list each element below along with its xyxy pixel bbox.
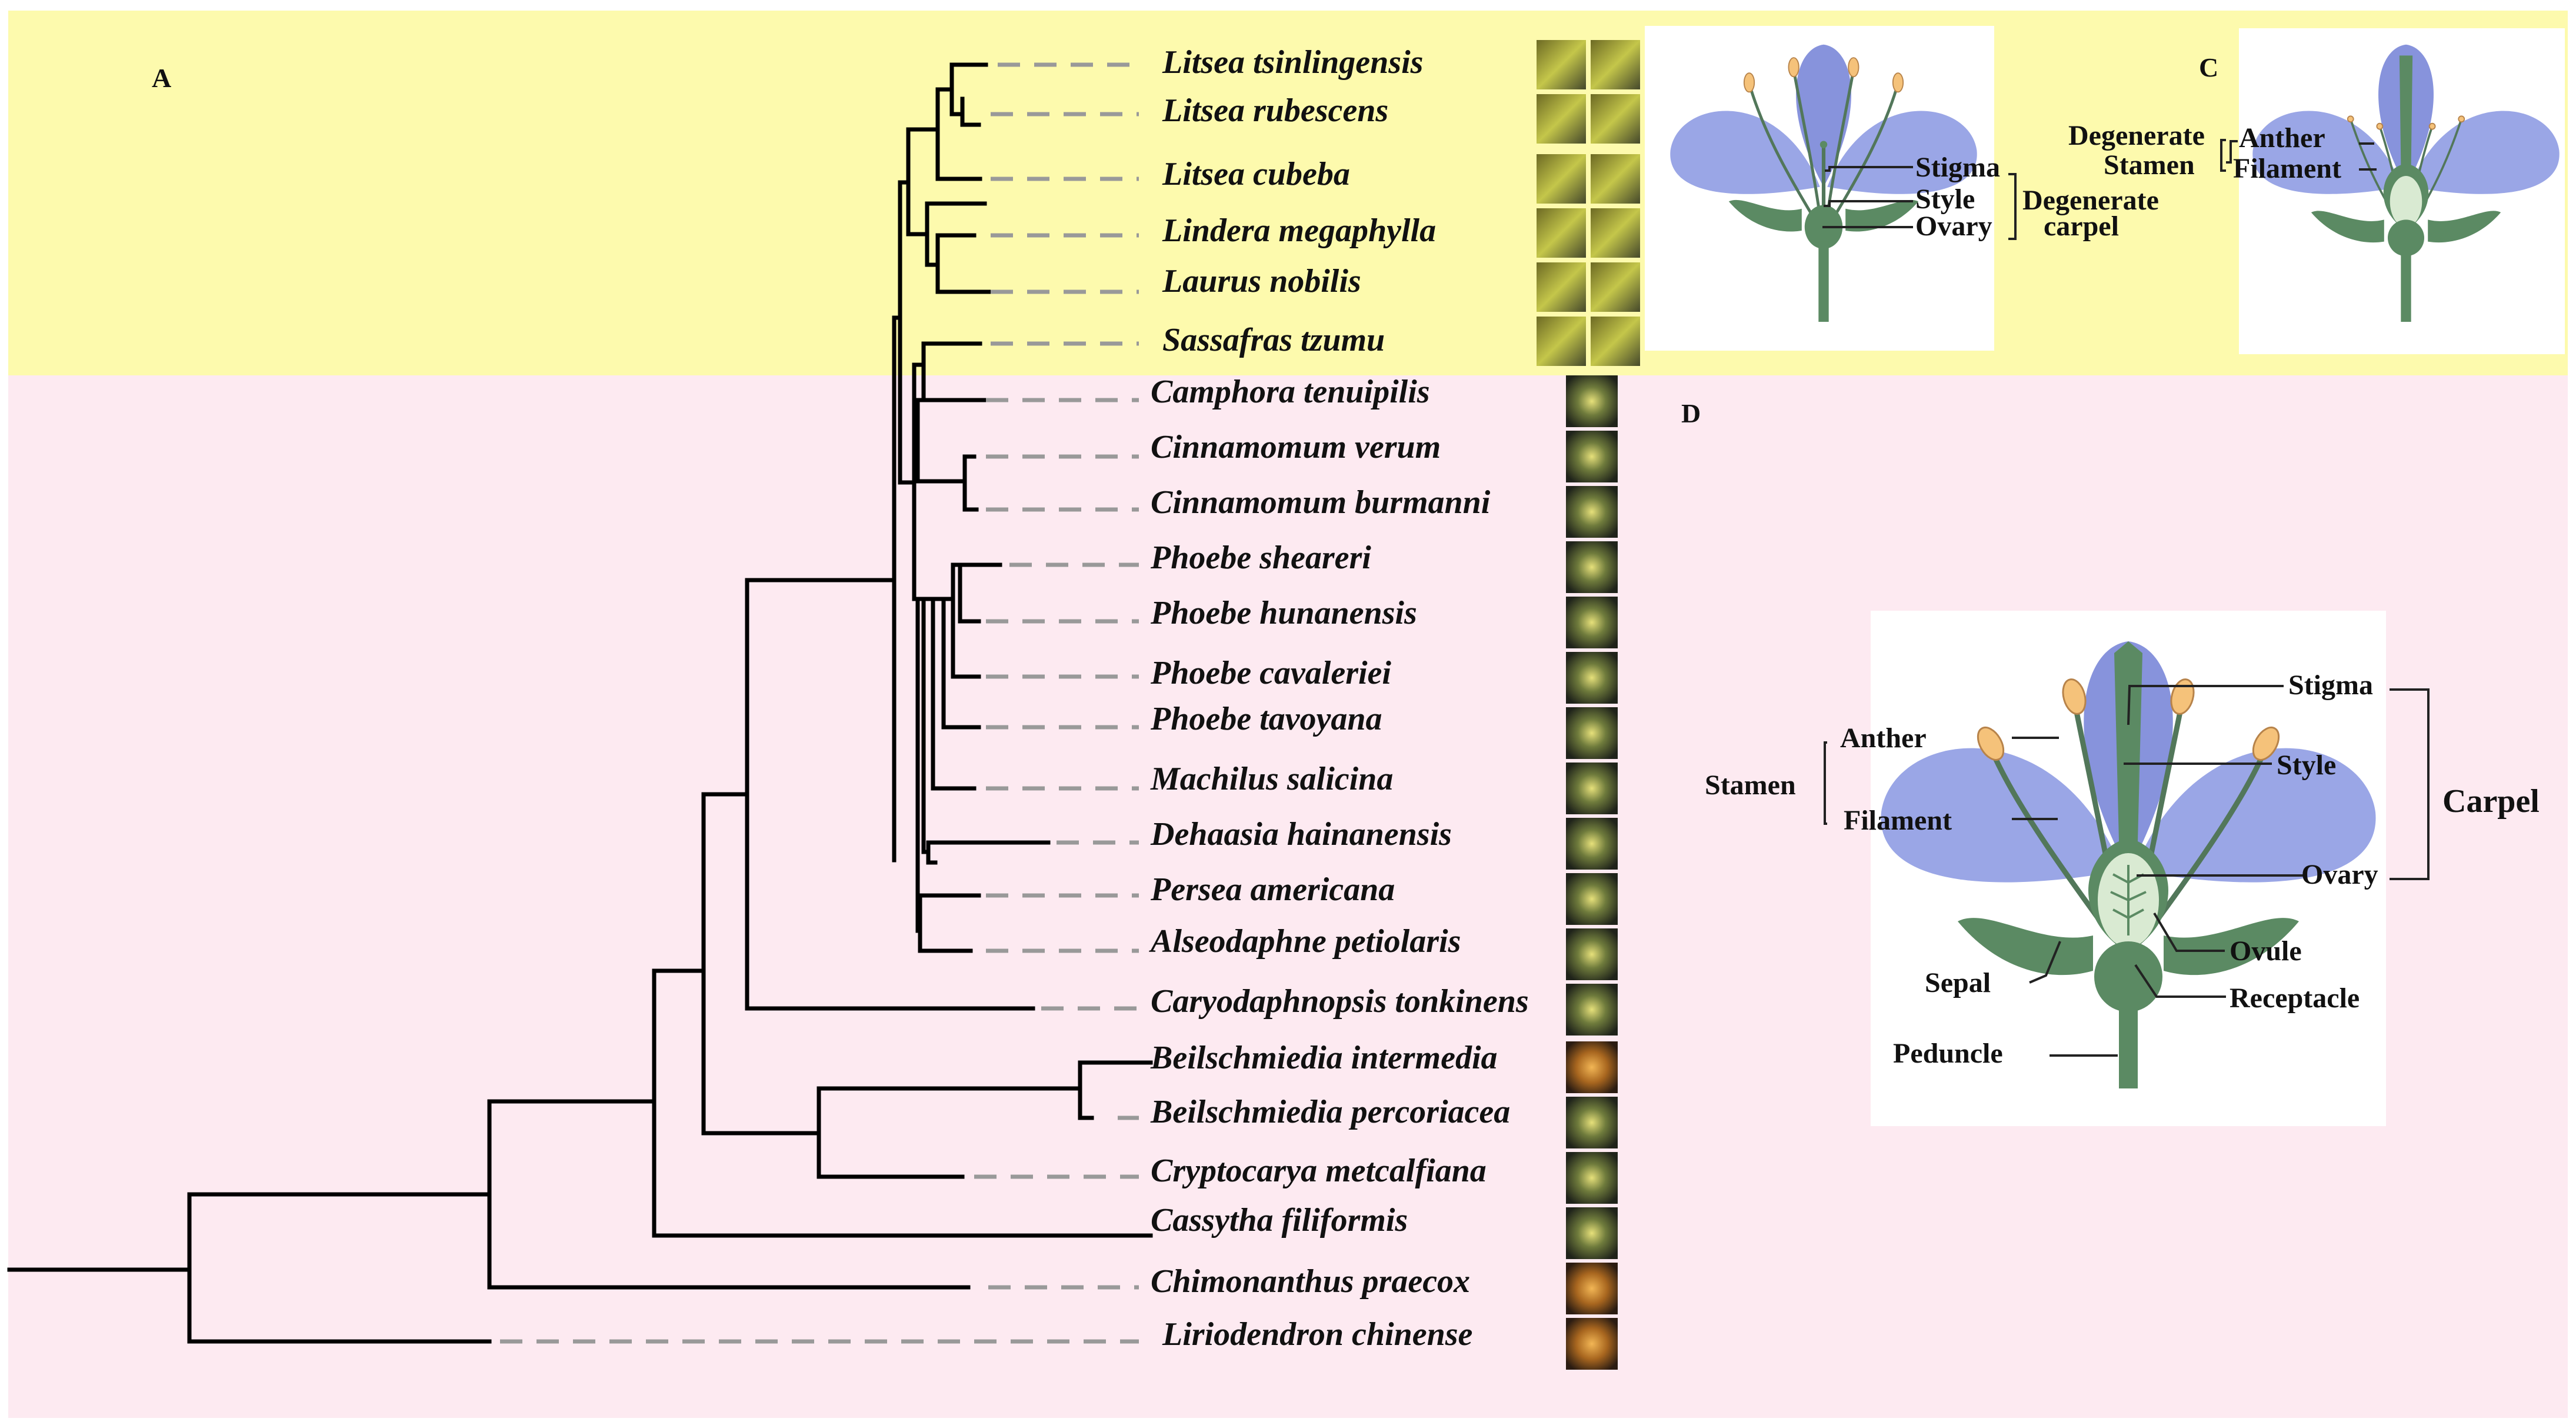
flower-photo xyxy=(1566,818,1618,870)
label-ovule: Ovule xyxy=(2230,935,2302,967)
species-label: Lindera megaphylla xyxy=(1162,212,1436,249)
species-label: Machilus salicina xyxy=(1150,761,1393,797)
label-style: Style xyxy=(2277,750,2336,781)
panel-b-flower-diagram: Stigma Style Ovary Degenerate carpel xyxy=(1645,26,2159,351)
flower-photo xyxy=(1591,94,1640,144)
label-stigma: Stigma xyxy=(1915,152,2000,183)
label-filament: Filament xyxy=(2233,153,2341,184)
species-label: Laurus nobilis xyxy=(1162,263,1361,299)
flower-photo xyxy=(1566,1097,1618,1148)
flower-photo xyxy=(1566,541,1618,593)
flower-photo xyxy=(1566,597,1618,648)
species-label: Litsea rubescens xyxy=(1162,92,1388,129)
label-ovary: Ovary xyxy=(2301,859,2378,890)
species-label: Chimonanthus praecox xyxy=(1151,1263,1470,1300)
flower-photo xyxy=(1566,1152,1618,1204)
flower-photo xyxy=(1566,928,1618,980)
species-label: Cassytha filiformis xyxy=(1151,1202,1408,1238)
species-label: Phoebe tavoyana xyxy=(1150,701,1382,737)
flower-photo xyxy=(1566,707,1618,759)
label-degenerate-carpel-1: Degenerate xyxy=(2022,185,2159,216)
flower-photo xyxy=(1566,431,1618,482)
flower-photo xyxy=(1537,317,1586,366)
species-label: Cinnamomum verum xyxy=(1151,429,1441,465)
species-label: Caryodaphnopsis tonkinens xyxy=(1151,983,1529,1020)
flower-photos-pink-clade xyxy=(1566,375,1618,1370)
flower-photo xyxy=(1566,652,1618,704)
species-label: Camphora tenuipilis xyxy=(1151,374,1430,410)
species-label: Beilschmiedia intermedia xyxy=(1150,1040,1498,1076)
panel-label-a: A xyxy=(152,63,171,93)
label-ovary: Ovary xyxy=(1915,211,1992,242)
species-label: Cryptocarya metcalfiana xyxy=(1151,1153,1487,1189)
species-labels: Litsea tsinlingensis Litsea rubescens Li… xyxy=(1149,44,1529,1353)
label-anther: Anther xyxy=(2239,122,2325,154)
label-degenerate-stamen-1: Degenerate xyxy=(2068,120,2205,151)
species-label: Alseodaphne petiolaris xyxy=(1149,923,1461,960)
flower-photo xyxy=(1566,486,1618,538)
flower-photo xyxy=(1537,154,1586,204)
tip-connectors xyxy=(500,62,1139,1344)
flower-photo xyxy=(1566,1263,1618,1314)
label-sepal: Sepal xyxy=(1925,967,1991,998)
flower-photo xyxy=(1591,154,1640,204)
flower-photo xyxy=(1591,40,1640,89)
label-degenerate-stamen-2: Stamen xyxy=(2104,149,2195,181)
flower-photo xyxy=(1591,208,1640,258)
species-label: Sassafras tzumu xyxy=(1162,322,1385,358)
phylogenetic-tree xyxy=(7,62,1153,1344)
flower-photo xyxy=(1591,262,1640,312)
label-anther: Anther xyxy=(1840,723,1927,754)
flower-photo xyxy=(1537,40,1586,89)
species-label: Dehaasia hainanensis xyxy=(1150,816,1452,853)
flower-photo xyxy=(1566,873,1618,925)
label-stamen: Stamen xyxy=(1705,770,1796,801)
flower-photo xyxy=(1566,763,1618,814)
species-label: Litsea cubeba xyxy=(1162,156,1350,192)
label-degenerate-carpel-2: carpel xyxy=(2044,211,2119,242)
flower-photo xyxy=(1566,1041,1618,1093)
label-filament: Filament xyxy=(1844,805,1952,836)
label-style: Style xyxy=(1915,184,1975,215)
species-label: Phoebe cavaleriei xyxy=(1150,655,1391,691)
panel-label-d: D xyxy=(1681,398,1701,428)
flower-photo xyxy=(1566,1207,1618,1259)
flower-photos-yellow-clade xyxy=(1537,40,1640,366)
panel-c-flower-diagram: Degenerate Stamen Anther Filament xyxy=(2068,28,2565,354)
panel-d-flower-diagram: Stigma Style Ovary Ovule Receptacle Pedu… xyxy=(1705,611,2540,1126)
label-carpel: Carpel xyxy=(2442,783,2540,820)
yellow-clade-band xyxy=(8,11,2568,375)
label-stigma: Stigma xyxy=(2288,670,2373,701)
label-peduncle: Peduncle xyxy=(1893,1038,2003,1069)
species-label: Liriodendron chinense xyxy=(1162,1316,1472,1353)
species-label: Phoebe hunanensis xyxy=(1150,595,1417,631)
label-receptacle: Receptacle xyxy=(2230,983,2360,1014)
flower-photo xyxy=(1537,262,1586,312)
species-label: Phoebe sheareri xyxy=(1150,540,1371,576)
flower-photo xyxy=(1566,984,1618,1036)
species-label: Beilschmiedia percoriacea xyxy=(1150,1094,1510,1130)
species-label: Cinnamomum burmanni xyxy=(1151,484,1491,521)
flower-photo xyxy=(1566,375,1618,427)
species-label: Litsea tsinlingensis xyxy=(1162,44,1423,81)
flower-photo xyxy=(1566,1318,1618,1370)
flower-photo xyxy=(1591,317,1640,366)
flower-photo xyxy=(1537,208,1586,258)
species-label: Persea americana xyxy=(1150,871,1395,908)
panel-label-c: C xyxy=(2199,52,2218,82)
flower-photo xyxy=(1537,94,1586,144)
